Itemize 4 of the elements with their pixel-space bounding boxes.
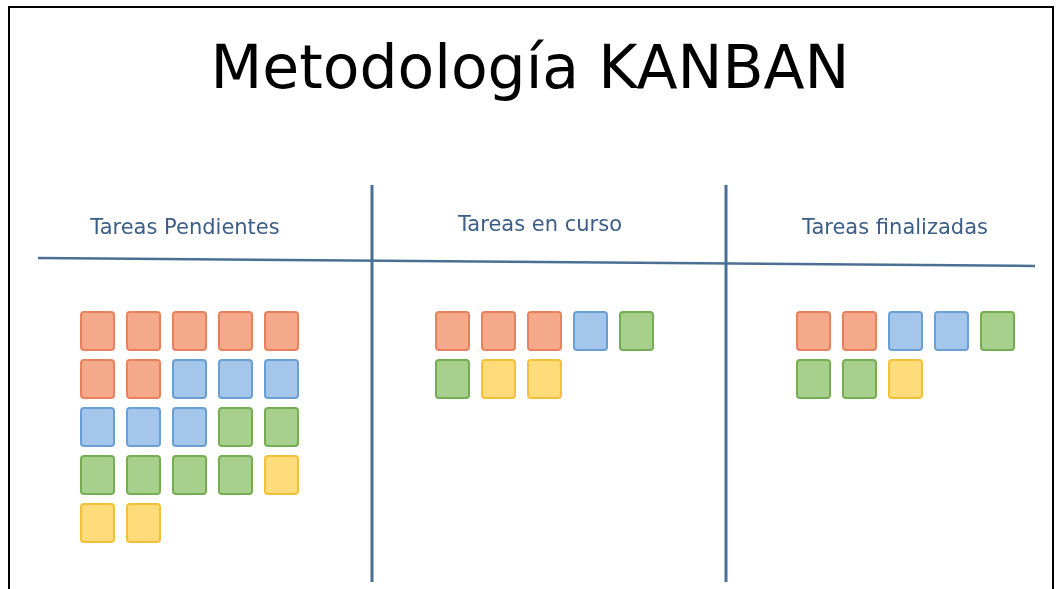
column-header: Tareas en curso [458,212,622,236]
column-header: Tareas Pendientes [90,215,280,239]
board-title: Metodología KANBAN [209,32,851,102]
column-header: Tareas finalizadas [802,215,988,239]
